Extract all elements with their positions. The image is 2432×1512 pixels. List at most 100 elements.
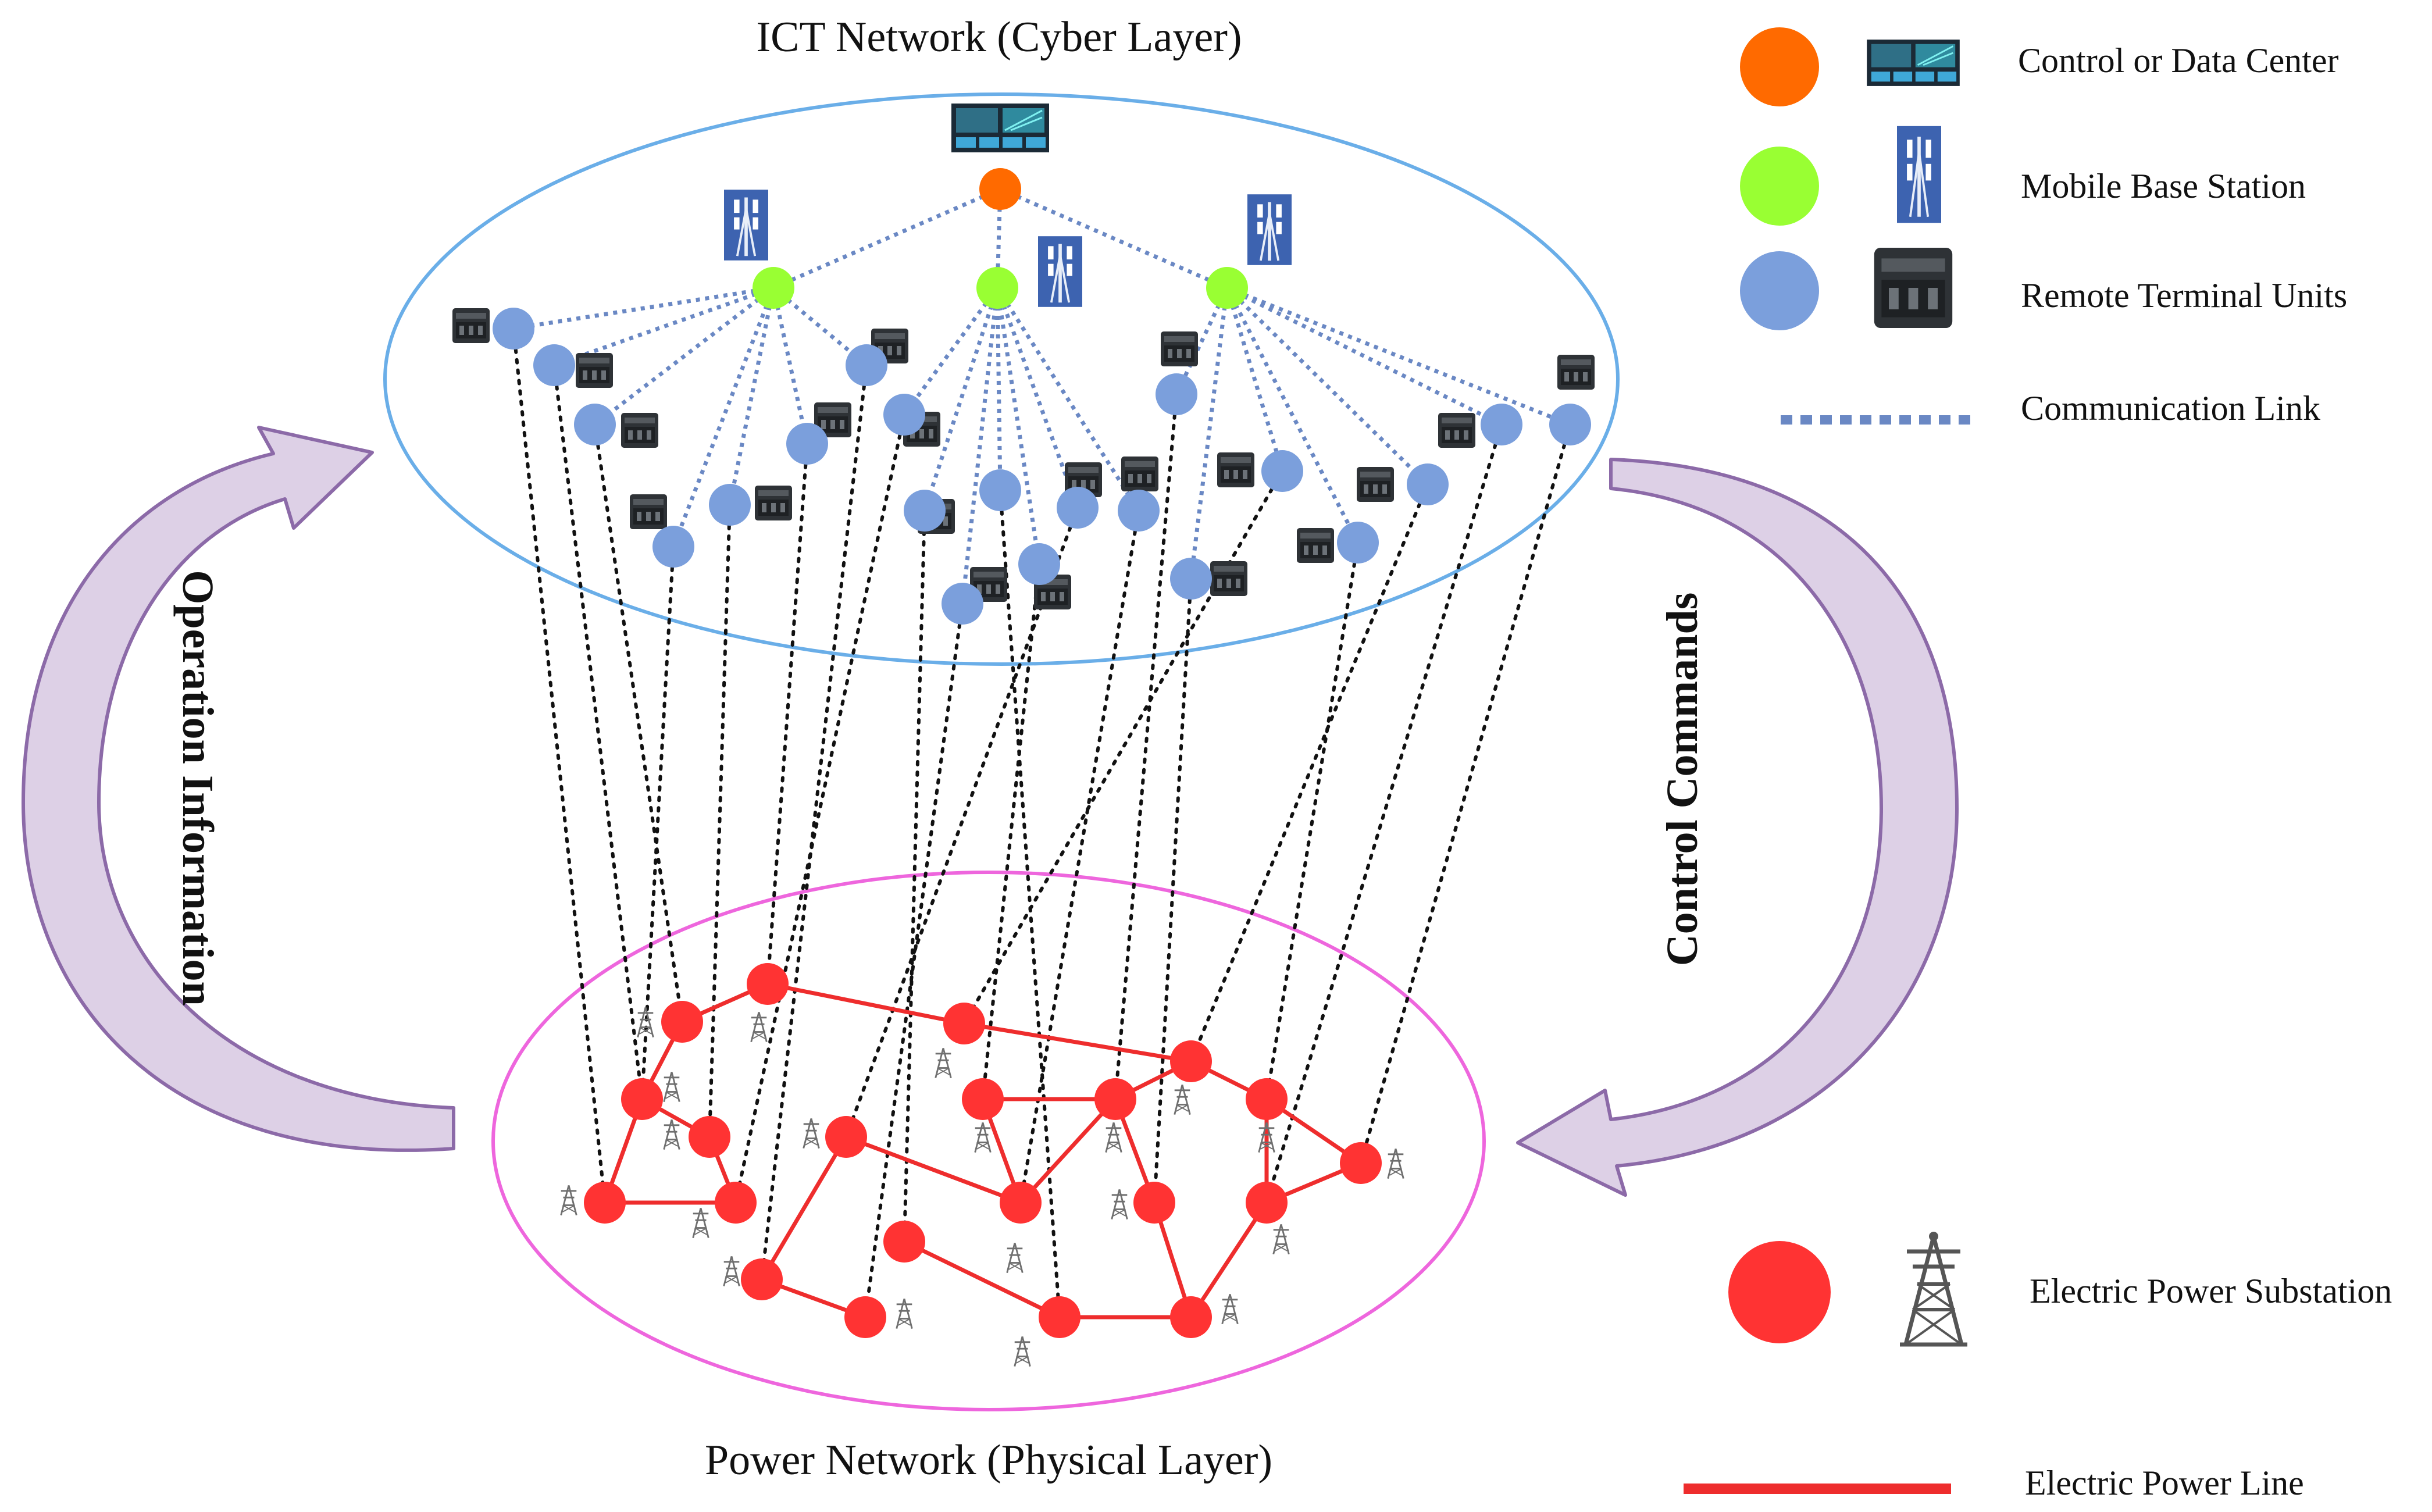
legend-comm-link-label: Communication Link <box>2021 389 2320 427</box>
operation-information-arrow <box>22 426 455 1152</box>
transmission-tower-icon <box>637 1006 654 1039</box>
device-icons <box>452 102 1595 1368</box>
cyber-physical-link <box>999 488 1061 1319</box>
base-station-node <box>976 267 1018 309</box>
comm-link <box>771 287 810 444</box>
comm-link <box>1226 286 1503 427</box>
power-line <box>903 1239 1061 1320</box>
rtu-node <box>979 469 1021 511</box>
rtu-node <box>1018 543 1060 585</box>
cyber-physical-link <box>864 602 964 1319</box>
cyber-physical-link <box>1153 577 1193 1204</box>
cyber-physical-link <box>512 327 607 1204</box>
substation-node <box>715 1182 757 1224</box>
legend-base-station-marker <box>1740 147 1819 226</box>
legend-control-center-label: Control or Data Center <box>2018 41 2339 80</box>
legend-substation-marker <box>1728 1241 1831 1343</box>
base-station-node <box>753 267 794 309</box>
power-line <box>759 1136 848 1281</box>
cyber-physical-link <box>1019 509 1140 1204</box>
rtu-device-icon <box>576 353 613 388</box>
comm-link <box>1225 286 1429 486</box>
substation-node <box>621 1078 663 1120</box>
rtu-node <box>709 484 751 526</box>
transmission-tower-icon <box>1387 1147 1404 1180</box>
control-room-icon <box>950 102 1050 154</box>
rtu-device-icon <box>1121 457 1158 491</box>
control-center-node <box>979 168 1021 210</box>
transmission-tower-icon <box>935 1047 952 1079</box>
substation-node <box>1170 1040 1212 1082</box>
rtu-node <box>574 404 616 445</box>
rtu-node <box>1170 558 1212 600</box>
power-line <box>1189 1201 1268 1318</box>
operation-information-label: Operation Information <box>173 570 222 1005</box>
transmission-tower-icon <box>1272 1223 1290 1256</box>
transmission-tower-icon <box>692 1207 709 1239</box>
rtu-device-icon <box>1357 467 1394 502</box>
rtu-node <box>1407 463 1449 505</box>
rtu-node <box>904 490 946 532</box>
rtu-device-icon <box>1161 331 1198 366</box>
cyber-physical-link <box>708 503 732 1139</box>
rtu-node <box>846 344 887 386</box>
physical-layer-title: Power Network (Physical Layer) <box>705 1436 1272 1484</box>
power-line <box>1019 1097 1117 1204</box>
cyber-physical-link <box>593 423 684 1024</box>
rtu-device-icon <box>1210 561 1247 596</box>
control-commands-label: Control Commands <box>1658 593 1707 967</box>
rtu-node <box>786 423 828 465</box>
comm-link <box>553 286 775 368</box>
transmission-tower-icon <box>663 1071 680 1103</box>
legend-substation-label: Electric Power Substation <box>2030 1272 2392 1310</box>
network-nodes <box>493 168 1591 1338</box>
comm-link <box>513 286 774 331</box>
substation-node <box>844 1296 886 1338</box>
substation-node <box>943 1003 985 1044</box>
transmission-tower-icon <box>1221 1293 1239 1325</box>
transmission-tower-icon <box>1900 1232 1967 1345</box>
comm-link <box>772 187 1001 290</box>
rtu-device-icon <box>1438 413 1475 448</box>
substation-node <box>1000 1182 1042 1224</box>
rtu-device-icon <box>621 413 658 448</box>
power-line <box>767 982 965 1026</box>
cyber-physical-link <box>552 363 644 1101</box>
cell-tower-icon <box>1038 236 1082 307</box>
comm-link <box>995 287 1042 565</box>
comm-link <box>903 286 999 416</box>
rtu-node <box>652 526 694 568</box>
substation-node <box>1340 1142 1382 1184</box>
transmission-tower-icon <box>1006 1242 1024 1274</box>
comm-link <box>728 287 776 505</box>
substation-node <box>661 1001 703 1043</box>
cyber-physical-link <box>962 469 1284 1025</box>
comm-link <box>922 287 1000 512</box>
legend: Control or Data Center Mobile Base Stati… <box>1684 27 2392 1502</box>
substation-node <box>584 1182 626 1224</box>
comm-link <box>995 287 1080 509</box>
cyber-physical-link <box>766 442 809 986</box>
rtu-node <box>1261 450 1303 492</box>
power-line <box>845 1135 1022 1205</box>
communication-links <box>513 187 1571 604</box>
substation-node <box>1094 1078 1136 1120</box>
transmission-tower-icon <box>560 1184 577 1217</box>
comm-link <box>960 287 1000 604</box>
substation-node <box>1246 1182 1288 1224</box>
cyber-physical-link <box>903 509 926 1243</box>
cell-tower-icon <box>724 190 768 261</box>
substation-node <box>741 1258 783 1300</box>
rtu-node <box>1156 373 1197 415</box>
rtu-node <box>1481 404 1522 445</box>
substation-node <box>1246 1078 1288 1120</box>
substation-node <box>1039 1296 1081 1338</box>
rtu-device-icon <box>1874 248 1953 328</box>
legend-power-line-label: Electric Power Line <box>2025 1464 2304 1502</box>
substation-node <box>1133 1182 1175 1224</box>
cyber-physical-link <box>844 506 1079 1139</box>
comm-link <box>1189 287 1229 579</box>
rtu-device-icon <box>755 486 792 520</box>
cyber-physical-link <box>1265 423 1503 1204</box>
rtu-device-icon <box>1217 452 1254 487</box>
